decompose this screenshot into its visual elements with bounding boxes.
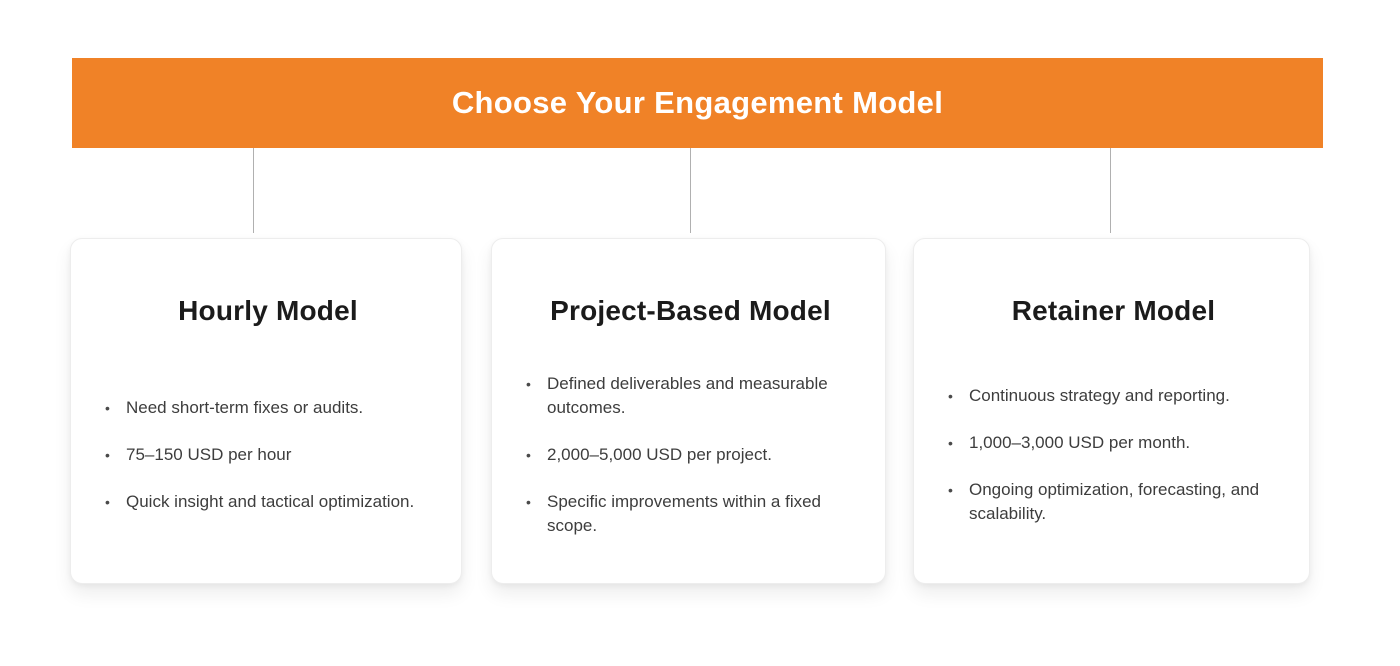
- bullet-dot-icon: •: [948, 388, 953, 404]
- card-title-project-based: Project-Based Model: [550, 295, 831, 326]
- card-hourly-model: Hourly Model • Need short-term fixes or …: [70, 238, 462, 584]
- bullet-dot-icon: •: [526, 376, 531, 392]
- card-title-retainer: Retainer Model: [1011, 295, 1216, 326]
- bullet-text: Specific improvements within a fixed sco…: [547, 492, 822, 535]
- card-project-based-model: Project-Based Model • Defined deliverabl…: [491, 238, 886, 584]
- bullet-dot-icon: •: [948, 435, 953, 451]
- bullet-item: • 1,000–3,000 USD per month.: [948, 431, 1279, 455]
- diagram-title: Choose Your Engagement Model: [451, 85, 944, 120]
- diagram-title-banner: Choose Your Engagement Model: [72, 58, 1323, 148]
- bullet-text: 75–150 USD per hour: [126, 445, 292, 464]
- card-title-hourly: Hourly Model: [178, 295, 358, 326]
- bullet-dot-icon: •: [105, 400, 110, 416]
- bullet-text: 1,000–3,000 USD per month.: [969, 433, 1191, 452]
- bullet-text: 2,000–5,000 USD per project.: [547, 445, 772, 464]
- bullet-item: • Continuous strategy and reporting.: [948, 384, 1279, 408]
- bullet-list-project-based: • Defined deliverables and measurable ou…: [526, 327, 855, 583]
- bullet-dot-icon: •: [948, 482, 953, 498]
- bullet-list-retainer: • Continuous strategy and reporting. • 1…: [948, 327, 1279, 583]
- bullet-text: Continuous strategy and reporting.: [969, 386, 1230, 405]
- bullet-item: • Need short-term fixes or audits.: [105, 396, 431, 420]
- bullet-text: Need short-term fixes or audits.: [126, 398, 364, 417]
- bullet-list-hourly: • Need short-term fixes or audits. • 75–…: [105, 327, 431, 583]
- connector-line-retainer: [1110, 148, 1111, 233]
- connector-line-hourly: [253, 148, 254, 233]
- bullet-item: • 2,000–5,000 USD per project.: [526, 443, 855, 467]
- bullet-item: • Defined deliverables and measurable ou…: [526, 372, 855, 420]
- bullet-text: Quick insight and tactical optimization.: [126, 492, 415, 511]
- bullet-item: • Specific improvements within a fixed s…: [526, 490, 855, 538]
- bullet-item: • Quick insight and tactical optimizatio…: [105, 490, 431, 514]
- bullet-item: • 75–150 USD per hour: [105, 443, 431, 467]
- bullet-dot-icon: •: [526, 447, 531, 463]
- bullet-dot-icon: •: [105, 447, 110, 463]
- card-retainer-model: Retainer Model • Continuous strategy and…: [913, 238, 1310, 584]
- bullet-text: Ongoing optimization, forecasting, and s…: [969, 480, 1260, 523]
- bullet-text: Defined deliverables and measurable outc…: [547, 374, 828, 417]
- bullet-item: • Ongoing optimization, forecasting, and…: [948, 478, 1279, 526]
- connector-line-project-based: [690, 148, 691, 233]
- bullet-dot-icon: •: [105, 494, 110, 510]
- bullet-dot-icon: •: [526, 494, 531, 510]
